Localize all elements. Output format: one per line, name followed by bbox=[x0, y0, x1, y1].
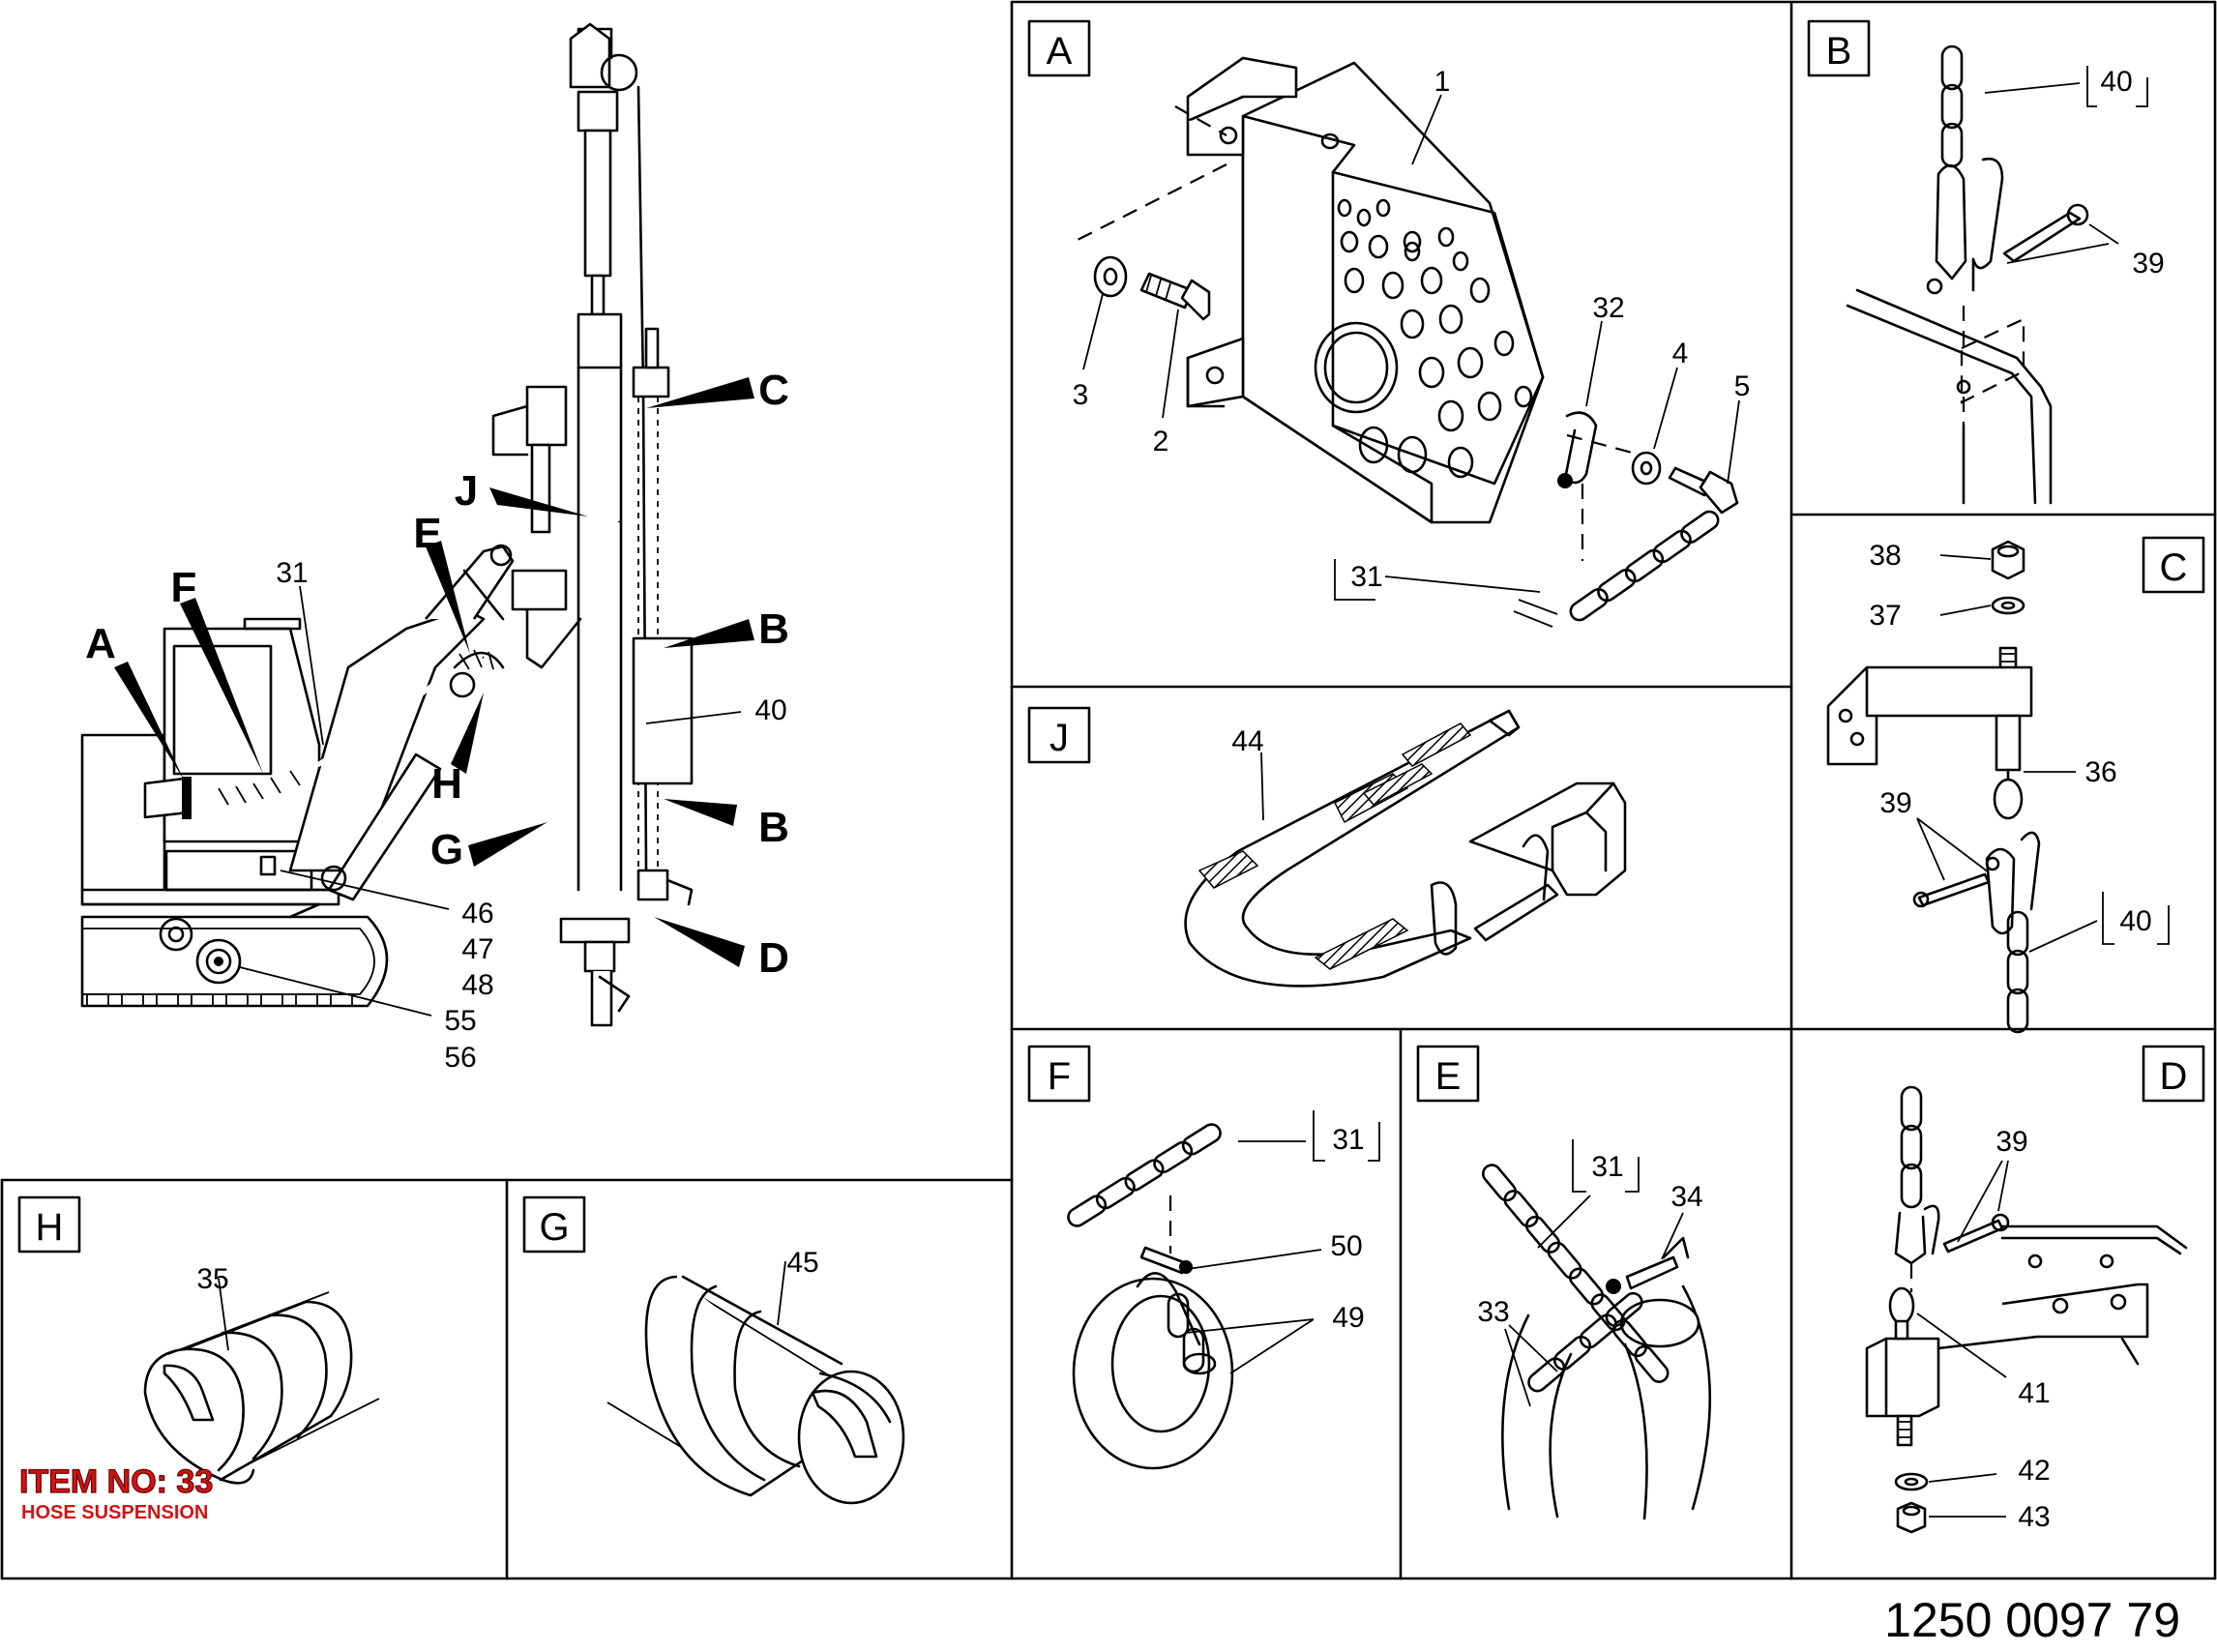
panel-g-label-45: 45 bbox=[786, 1247, 818, 1279]
panel-c-label-box: C bbox=[2142, 536, 2205, 594]
callout-b-lower: B bbox=[758, 804, 789, 851]
overview-label-40: 40 bbox=[754, 694, 786, 726]
panel-c-label-40: 40 bbox=[2119, 905, 2151, 937]
panel-c-drawing: 38 37 36 39 40 bbox=[1826, 540, 2170, 1034]
callout-g: G bbox=[430, 826, 463, 873]
panel-a-label-3: 3 bbox=[1073, 379, 1089, 411]
callout-c: C bbox=[758, 367, 789, 414]
panel-a-label-2: 2 bbox=[1153, 426, 1169, 457]
panel-d-label-41: 41 bbox=[2018, 1377, 2050, 1409]
panel-f-label-box: F bbox=[1027, 1045, 1091, 1103]
panel-b-label-39: 39 bbox=[2132, 248, 2164, 280]
callout-b-upper: B bbox=[758, 605, 789, 653]
panel-a-label-4: 4 bbox=[1672, 338, 1689, 369]
panel-e-label-34: 34 bbox=[1670, 1181, 1702, 1213]
callout-d: D bbox=[758, 934, 789, 982]
panel-d-drawing: 39 41 42 43 bbox=[1865, 1085, 2188, 1534]
panel-j-drawing: 44 bbox=[1184, 709, 1627, 988]
callout-a: A bbox=[85, 620, 116, 667]
document-number: 1250 0097 79 bbox=[1884, 1593, 2180, 1647]
panel-f-label-49: 49 bbox=[1332, 1302, 1364, 1334]
panel-b-letter: B bbox=[1826, 30, 1852, 73]
panel-j-letter: J bbox=[1049, 717, 1069, 759]
panel-g-drawing: 45 bbox=[606, 1247, 905, 1505]
panel-a-drawing: 1 3 2 32 4 5 31 bbox=[1073, 56, 1751, 628]
panel-d-label-box: D bbox=[2142, 1045, 2205, 1103]
panel-f-label-31: 31 bbox=[1332, 1124, 1364, 1156]
panel-a-label-5: 5 bbox=[1734, 370, 1751, 402]
panel-d-label-42: 42 bbox=[2018, 1455, 2050, 1487]
hose-bundle bbox=[143, 520, 622, 835]
panel-e-letter: E bbox=[1435, 1055, 1462, 1098]
panel-f-label-50: 50 bbox=[1330, 1230, 1362, 1262]
panel-e-label-31: 31 bbox=[1591, 1151, 1623, 1183]
panel-d-label-39: 39 bbox=[1995, 1126, 2027, 1158]
panel-h-label-35: 35 bbox=[196, 1263, 228, 1295]
panel-h-letter: H bbox=[36, 1206, 64, 1249]
overview-label-47: 47 bbox=[461, 933, 493, 965]
panel-f-drawing: 31 50 49 bbox=[1063, 1110, 1380, 1470]
drill-rig-overview bbox=[80, 22, 694, 1027]
panel-e-drawing: 31 34 33 bbox=[1477, 1139, 1712, 1520]
panel-h-drawing: 35 ITEM NO: 33 HOSE SUSPENSION bbox=[18, 1263, 380, 1523]
panel-d-letter: D bbox=[2160, 1055, 2188, 1098]
panel-a-letter: A bbox=[1047, 30, 1073, 73]
boom bbox=[288, 544, 515, 901]
panel-c-letter: C bbox=[2160, 546, 2188, 589]
panel-b-drawing: 40 39 bbox=[1846, 44, 2165, 505]
item-description: HOSE SUSPENSION bbox=[21, 1502, 208, 1523]
panel-c-label-36: 36 bbox=[2084, 756, 2116, 788]
panel-e-label-box: E bbox=[1416, 1045, 1480, 1103]
panel-d-label-43: 43 bbox=[2018, 1501, 2050, 1533]
panel-c-label-39: 39 bbox=[1879, 787, 1911, 819]
panel-g-label-box: G bbox=[522, 1195, 586, 1254]
callout-f: F bbox=[171, 564, 197, 611]
panel-c-label-38: 38 bbox=[1869, 540, 1901, 572]
overview-label-56: 56 bbox=[444, 1042, 476, 1074]
panel-a-label-31: 31 bbox=[1350, 561, 1382, 593]
callout-h: H bbox=[431, 760, 462, 808]
panel-f-letter: F bbox=[1048, 1055, 1071, 1098]
panel-g-letter: G bbox=[539, 1206, 569, 1249]
overview-label-55: 55 bbox=[444, 1005, 476, 1037]
overview-callouts: A F E J C B B D G H 31 40 46 47 4 bbox=[85, 367, 789, 1074]
overview-label-46: 46 bbox=[461, 898, 493, 929]
crawler-track bbox=[80, 915, 389, 1008]
panel-b-label-box: B bbox=[1807, 19, 1871, 77]
panel-b-label-40: 40 bbox=[2100, 66, 2132, 98]
panel-j-label-box: J bbox=[1027, 706, 1091, 764]
drill-mast bbox=[491, 22, 694, 1027]
overview-label-31: 31 bbox=[276, 557, 308, 589]
callout-e: E bbox=[413, 510, 441, 557]
overview-label-48: 48 bbox=[461, 969, 493, 1001]
item-number: ITEM NO: 33 bbox=[19, 1463, 213, 1500]
panel-a-label-32: 32 bbox=[1592, 292, 1624, 324]
panel-a-label-1: 1 bbox=[1434, 66, 1451, 98]
panel-c-label-37: 37 bbox=[1869, 600, 1901, 632]
panel-e-label-33: 33 bbox=[1477, 1296, 1509, 1328]
panel-a-label-box: A bbox=[1027, 19, 1091, 77]
panel-frames bbox=[0, 0, 2217, 1580]
panel-h-label-box: H bbox=[17, 1195, 81, 1254]
panel-j-label-44: 44 bbox=[1231, 725, 1263, 757]
callout-j: J bbox=[455, 467, 478, 515]
